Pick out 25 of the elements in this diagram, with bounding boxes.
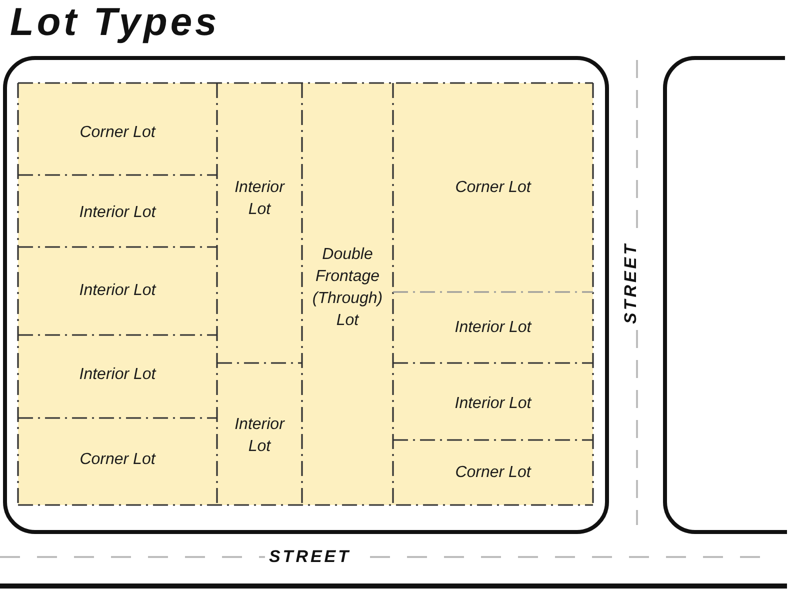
lot-parcel (302, 83, 393, 505)
lot-label: Double Frontage (Through) Lot (311, 245, 384, 331)
lot-label: Interior Lot (234, 415, 286, 457)
lot-label: Interior Lot (79, 364, 156, 384)
lot-label: Interior Lot (79, 281, 156, 301)
lot-parcel (393, 363, 593, 440)
lot-parcel (18, 418, 217, 505)
lot-parcel (18, 335, 217, 418)
lot-parcel (18, 175, 217, 247)
lot-parcel (217, 363, 302, 505)
lot-label: Interior Lot (79, 203, 156, 223)
lot-parcel (18, 247, 217, 335)
lot-parcel (393, 440, 593, 505)
lot-label: Corner Lot (80, 450, 156, 470)
lot-parcel (393, 292, 593, 363)
lot-parcel (217, 83, 302, 363)
lot-parcel (18, 83, 217, 175)
lot-parcel (393, 83, 593, 292)
diagram-title: Lot Types (10, 0, 220, 46)
lot-label: Corner Lot (455, 462, 531, 482)
lot-label: Interior Lot (234, 178, 286, 220)
lot-label: Corner Lot (80, 123, 156, 143)
lot-label: Corner Lot (455, 178, 531, 198)
lot-label: Interior Lot (454, 394, 532, 414)
lot-label: Interior Lot (454, 318, 532, 338)
